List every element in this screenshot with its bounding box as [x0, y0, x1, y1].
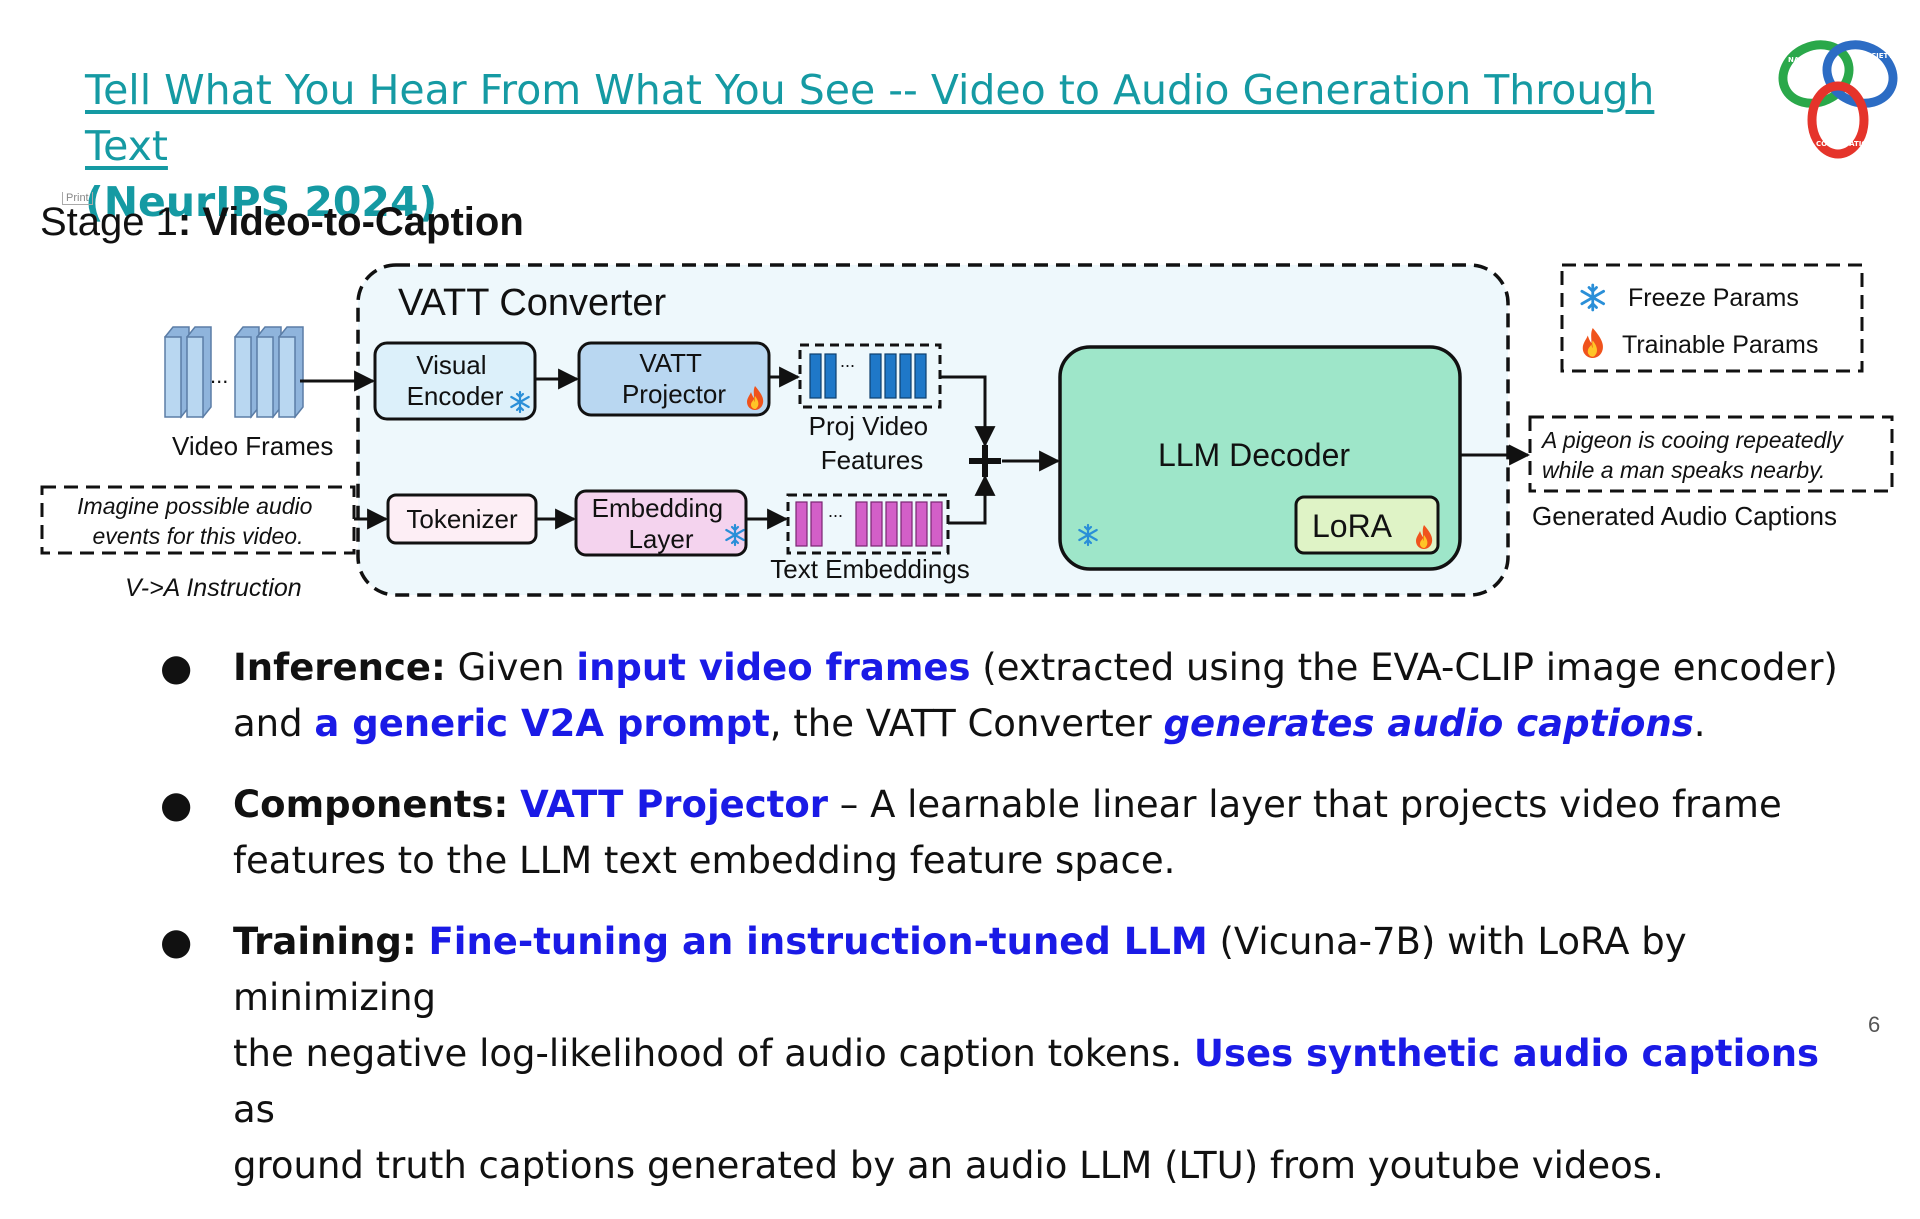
- visual-encoder-label: Visual Encoder: [407, 350, 504, 411]
- output-caption-box: [1528, 415, 1894, 493]
- slide-header: Tell What You Hear From What You See -- …: [85, 62, 1725, 230]
- bullet-line: the negative log-likelihood of audio cap…: [233, 1032, 1819, 1131]
- bullet-line: VATT Projector – A learnable linear laye…: [508, 783, 1782, 826]
- bullet-highlight: a generic V2A prompt: [314, 702, 770, 745]
- stage-title: Stage 1: Video-to-Caption: [40, 200, 524, 245]
- bullet-text: (extracted using the EVA-CLIP image enco…: [970, 646, 1838, 689]
- frames-ellipsis: ...: [210, 363, 228, 388]
- text-ellipsis: ...: [828, 501, 843, 521]
- bullet-text: ground truth captions generated by an au…: [233, 1144, 1664, 1187]
- bullet-highlight: Uses synthetic audio captions: [1193, 1032, 1820, 1075]
- output-caption-label: Generated Audio Captions: [1532, 501, 1837, 531]
- bullet-text: [508, 783, 520, 826]
- vatt-converter-title: VATT Converter: [398, 282, 667, 324]
- embedding-layer-label: Embedding Layer: [592, 493, 731, 554]
- bullet-text: – A learnable linear layer that projects…: [828, 783, 1782, 826]
- instruction-box: [40, 485, 356, 555]
- proj-ellipsis: ...: [840, 351, 855, 371]
- bullet-text: and: [233, 702, 315, 745]
- bullet-components: ●Components: VATT Projector – A learnabl…: [160, 783, 1782, 882]
- svg-text:NATURE SOCIETY COMPUTA: NATURE SOCIETY COMPUTATION: [1788, 52, 1896, 148]
- bullet-label: Components:: [233, 783, 509, 826]
- lora-box: [1294, 495, 1440, 555]
- logo-word-nature: NATURE: [1788, 56, 1820, 64]
- instruction-text: Imagine possible audio events for this v…: [77, 493, 319, 549]
- llm-decoder-label: LLM Decoder: [1158, 437, 1350, 473]
- tokenizer-label: Tokenizer: [406, 504, 518, 534]
- legend-freeze-label: Freeze Params: [1628, 284, 1799, 312]
- legend-box: [1560, 263, 1864, 373]
- paper-title-link[interactable]: Tell What You Hear From What You See -- …: [85, 66, 1655, 170]
- bullet-text: [417, 920, 429, 963]
- stage-prefix: Stage 1: [40, 200, 178, 244]
- proj-video-tokens: [809, 353, 927, 399]
- bullet-highlight: input video frames: [576, 646, 971, 689]
- logo-word-society: SOCIETY: [1860, 52, 1894, 60]
- bullet-text: Given: [445, 646, 577, 689]
- legend-trainable-label: Trainable Params: [1622, 331, 1818, 359]
- logo-word-computation: COMPUTATION: [1816, 140, 1873, 148]
- text-embedding-tokens: [795, 501, 943, 547]
- venue-label: (NeurIPS 2024): [85, 178, 438, 226]
- nsc-logo: NATURE SOCIETY COMPUTATION: [1778, 40, 1898, 159]
- bullet-text: features to the LLM text embedding featu…: [233, 839, 1176, 882]
- video-frames-icon: ...: [164, 326, 304, 419]
- bullet-highlight: generates audio captions: [1163, 702, 1694, 745]
- print-tag: Print: [62, 192, 93, 205]
- stage-name: : Video-to-Caption: [177, 200, 524, 244]
- bullet-list: ●Inference: Given input video frames (ex…: [160, 640, 1860, 1219]
- bullet-highlight: VATT Projector: [520, 783, 829, 826]
- bullet-text: as: [233, 1088, 275, 1131]
- bullet-line: Given input video frames (extracted usin…: [446, 646, 1838, 689]
- bullet-text: the negative log-likelihood of audio cap…: [233, 1032, 1194, 1075]
- bullet-line: and a generic V2A prompt, the VATT Conve…: [233, 702, 1706, 745]
- vatt-projector-label: VATT Projector: [622, 348, 726, 409]
- bullet-label: Training:: [233, 920, 417, 963]
- plus-combine-icon: [969, 445, 1001, 477]
- bullet-text: (Vicuna-7B) with LoRA by minimizing: [233, 920, 1687, 1019]
- bullet-training: ●Training: Fine-tuning an instruction-tu…: [160, 920, 1820, 1187]
- bullet-line: ground truth captions generated by an au…: [233, 1144, 1664, 1187]
- bullet-text: .: [1693, 702, 1706, 745]
- vatt-architecture-diagram: VATT Converter ... Video Frames Visual E…: [40, 263, 1894, 602]
- text-embeddings-label: Text Embeddings: [770, 554, 969, 584]
- output-caption-text: A pigeon is cooing repeatedly while a ma…: [1540, 427, 1849, 483]
- lora-label: LoRA: [1312, 508, 1393, 544]
- instruction-label: V->A Instruction: [125, 574, 302, 602]
- flow-arrows: [300, 366, 1531, 530]
- bullet-label: Inference:: [233, 646, 446, 689]
- page-number: 6: [1868, 1012, 1881, 1037]
- bullet-highlight: Fine-tuning an instruction-tuned LLM: [428, 920, 1208, 963]
- bullet-line: Fine-tuning an instruction-tuned LLM (Vi…: [233, 920, 1687, 1019]
- bullet-line: features to the LLM text embedding featu…: [233, 839, 1175, 882]
- bullet-text: , the VATT Converter: [769, 702, 1164, 745]
- video-frames-label: Video Frames: [172, 431, 333, 461]
- bullet-inference: ●Inference: Given input video frames (ex…: [160, 646, 1838, 745]
- proj-video-features-label: Proj Video Features: [809, 411, 936, 475]
